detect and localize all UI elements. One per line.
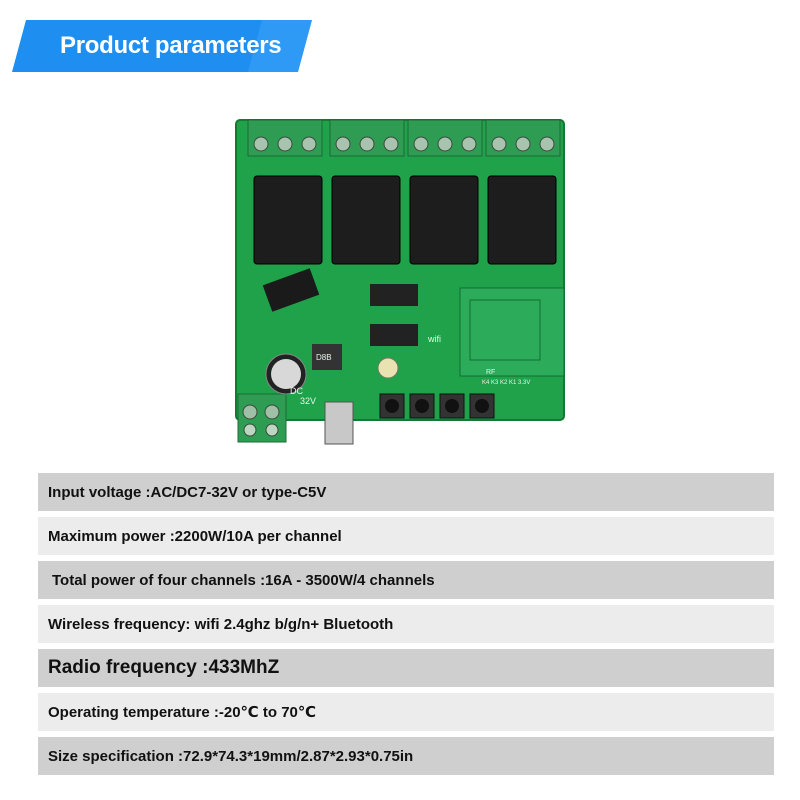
banner-shape xyxy=(12,20,312,72)
voltage-label: 32V xyxy=(300,396,316,406)
parameter-list: Input voltage :AC/DC7-32V or type-C5V Ma… xyxy=(38,473,774,781)
param-size-specification: Size specification :72.9*74.3*19mm/2.87*… xyxy=(38,737,774,775)
page-title: Product parameters xyxy=(60,32,282,59)
terminal-blocks xyxy=(247,119,561,157)
channel-labels: K4 K3 K2 K1 3.3V xyxy=(482,380,530,386)
param-radio-frequency: Radio frequency :433MhZ xyxy=(38,649,774,687)
param-operating-temperature: Operating temperature :-20℃ to 70℃ xyxy=(38,693,774,731)
product-image: DC 32V wifi RF K4 K3 K2 K1 3.3V D8B xyxy=(230,112,570,452)
param-wireless-frequency: Wireless frequency: wifi 2.4ghz b/g/n+ B… xyxy=(38,605,774,643)
param-input-voltage: Input voltage :AC/DC7-32V or type-C5V xyxy=(38,473,774,511)
rf-label: RF xyxy=(486,369,495,376)
power-label: DC xyxy=(290,386,303,396)
param-maximum-power: Maximum power :2200W/10A per channel xyxy=(38,517,774,555)
led-label: D8B xyxy=(316,353,332,362)
relay-board-illustration: DC 32V wifi RF K4 K3 K2 K1 3.3V D8B xyxy=(235,119,565,445)
wifi-label: wifi xyxy=(427,334,441,344)
param-total-power: Total power of four channels :16A - 3500… xyxy=(38,561,774,599)
title-banner: Product parameters xyxy=(12,20,312,72)
relays xyxy=(253,175,557,265)
